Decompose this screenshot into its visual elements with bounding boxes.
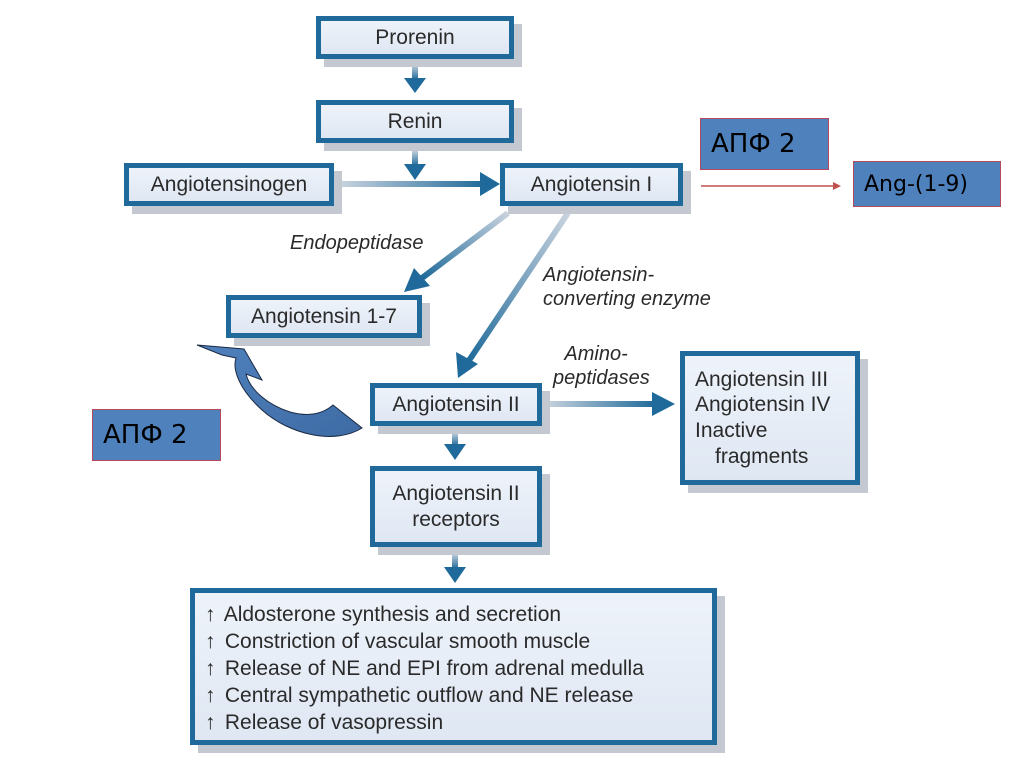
arrow-angiotensin-1-to-ang-1-9 <box>701 182 841 190</box>
annotation-ace2-left: АПФ 2 <box>92 409 221 461</box>
node-angiotensin-2-receptors: Angiotensin II receptors <box>370 466 542 547</box>
node-angiotensin-metabolites: Angiotensin III Angiotensin IV Inactive … <box>680 351 860 485</box>
label-ace: Angiotensin- converting enzyme <box>543 264 711 310</box>
metabolite-label: Inactive <box>695 419 768 442</box>
metabolite-label: Angiotensin III <box>695 367 829 391</box>
effect-item: ↑ Constriction of vascular smooth muscle <box>205 630 591 653</box>
arrow-angiotensin-2-to-receptors <box>444 432 466 460</box>
node-label: Renin <box>387 109 443 133</box>
arrow-prorenin-to-renin <box>404 64 426 93</box>
node-angiotensin-2: Angiotensin II <box>370 383 542 426</box>
effects-list: ↑ Aldosterone synthesis and secretion ↑ … <box>205 601 644 736</box>
metabolite-label: Angiotensin IV <box>695 393 831 417</box>
increase-arrow-icon: ↑ <box>205 657 216 680</box>
node-label: receptors <box>412 507 500 531</box>
node-label: Angiotensinogen <box>150 172 308 196</box>
arrow-receptors-to-effects <box>444 553 466 583</box>
node-label: Angiotensin I <box>530 172 653 196</box>
label-aminopeptidases: Amino- peptidases <box>553 343 650 389</box>
metabolite-label: fragments <box>715 444 809 468</box>
node-angiotensin-1-7: Angiotensin 1-7 <box>226 295 422 338</box>
annotation-ang-1-9: Ang-(1-9) <box>853 161 1001 207</box>
node-label: Angiotensin II <box>392 481 520 505</box>
arrow-angiotensin-2-to-metabolites <box>545 392 675 416</box>
effect-item: ↑ Release of vasopressin <box>205 711 444 734</box>
node-label: Prorenin <box>375 25 455 49</box>
annotation-ace2-top: АПФ 2 <box>700 118 829 170</box>
node-angiotensinogen: Angiotensinogen <box>124 163 334 206</box>
increase-arrow-icon: ↑ <box>205 684 216 707</box>
increase-arrow-icon: ↑ <box>205 630 216 653</box>
increase-arrow-icon: ↑ <box>205 603 216 626</box>
curved-arrow-ace2 <box>196 344 363 437</box>
effect-item: ↑ Aldosterone synthesis and secretion <box>205 603 562 626</box>
increase-arrow-icon: ↑ <box>205 711 216 734</box>
effect-item: ↑ Release of NE and EPI from adrenal med… <box>205 657 644 680</box>
node-label: Angiotensin II <box>392 392 520 416</box>
node-label: Angiotensin 1-7 <box>251 304 397 328</box>
node-physiological-effects: ↑ Aldosterone synthesis and secretion ↑ … <box>190 588 717 745</box>
node-renin: Renin <box>316 100 514 143</box>
arrow-renin-to-conversion <box>404 150 426 180</box>
label-endopeptidase: Endopeptidase <box>290 232 424 254</box>
arrow-angiotensinogen-to-angiotensin-1 <box>340 172 500 196</box>
node-prorenin: Prorenin <box>316 16 514 59</box>
effect-item: ↑ Central sympathetic outflow and NE rel… <box>205 684 634 707</box>
node-angiotensin-1: Angiotensin I <box>500 163 683 206</box>
